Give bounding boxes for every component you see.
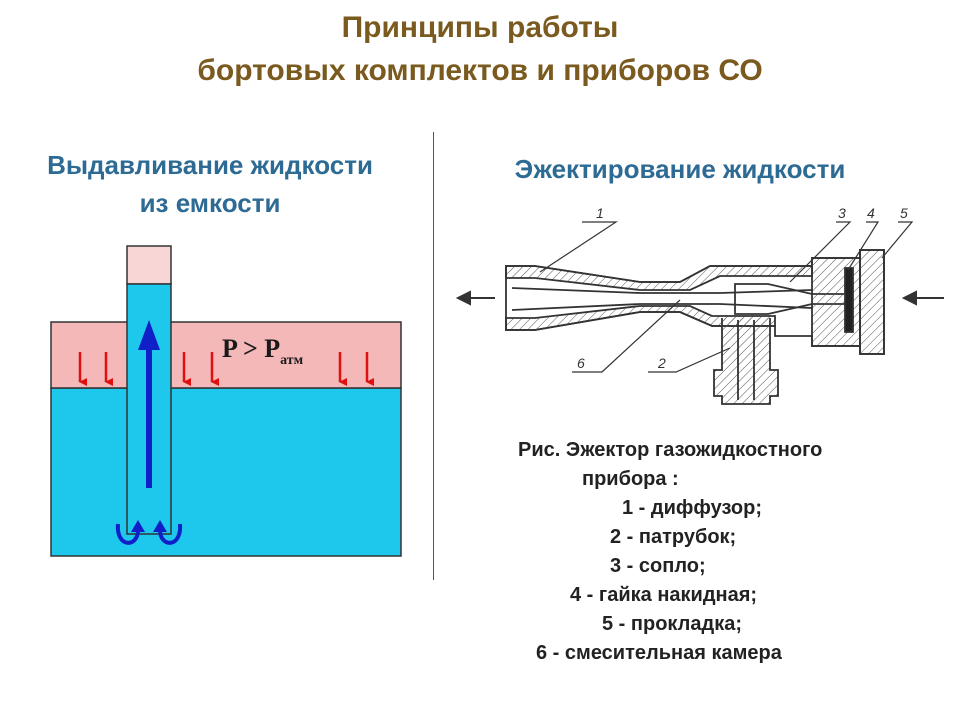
slide-title-line2: бортовых комплектов и приборов СО <box>197 54 763 87</box>
diffuser-wall-top <box>505 265 813 291</box>
callout-1: 1 <box>596 205 604 221</box>
caption-item: 5 - прокладка; <box>602 613 742 635</box>
diffuser-wall-bottom <box>505 305 776 331</box>
callout-4: 4 <box>867 205 875 221</box>
flow-arrowhead <box>138 320 160 350</box>
leader-lines <box>539 221 914 373</box>
right-heading: Эжектирование жидкости <box>514 154 846 184</box>
tube-top <box>126 245 172 285</box>
inflow-arrow-right <box>158 523 183 545</box>
pressure-sub: атм <box>280 353 304 368</box>
caption-item: 2 - патрубок; <box>610 526 737 548</box>
pressure-main: P > P <box>222 334 280 363</box>
inflow-arrowhead-right <box>153 520 167 532</box>
caption-item: 6 - смесительная камера <box>536 642 782 664</box>
branch-pipe <box>713 318 779 405</box>
pressure-label: P > Pатм <box>222 334 304 368</box>
leader-6 <box>572 299 681 373</box>
ejector-body <box>505 249 885 405</box>
caption-line2: прибора : <box>582 468 679 490</box>
callout-2: 2 <box>657 355 666 371</box>
leader-3 <box>789 221 852 283</box>
leader-1 <box>539 221 619 273</box>
inlet-arrowhead <box>901 290 917 306</box>
inflow-arrow-left <box>115 523 140 545</box>
left-heading-line2: из емкости <box>139 188 281 218</box>
tank-liquid <box>50 387 402 557</box>
diffuser-bore <box>511 303 813 311</box>
vertical-divider <box>433 132 434 580</box>
slide-title-line1: Принципы работы <box>341 11 619 44</box>
leader-5 <box>881 221 914 259</box>
end-cap <box>859 249 885 355</box>
pressure-arrows <box>78 352 374 386</box>
leader-4 <box>847 221 880 271</box>
caption-item: 1 - диффузор; <box>622 497 763 519</box>
diffuser-bore <box>511 287 813 294</box>
slide-title: Принципы работы бортовых комплектов и пр… <box>0 6 960 92</box>
caption-item: 3 - сопло; <box>610 555 706 577</box>
left-heading-line1: Выдавливание жидкости <box>47 150 373 180</box>
outlet-arrowhead <box>455 290 471 306</box>
callout-5: 5 <box>900 205 908 221</box>
inflow-arrowhead-left <box>131 520 145 532</box>
callout-6: 6 <box>577 355 585 371</box>
figure-caption: Рис. Эжектор газожидкостного прибора : 1… <box>490 436 930 668</box>
callout-3: 3 <box>838 205 846 221</box>
flow-arrows <box>455 290 944 306</box>
tank-gas <box>50 321 402 389</box>
leader-2 <box>648 347 731 373</box>
left-heading: Выдавливание жидкости из емкости <box>0 146 420 222</box>
caption-item: 4 - гайка накидная; <box>570 584 758 606</box>
gasket <box>844 267 854 333</box>
caption-line1: Рис. Эжектор газожидкостного <box>518 439 823 461</box>
callout-numbers: 1 3 4 5 6 2 <box>577 205 908 371</box>
